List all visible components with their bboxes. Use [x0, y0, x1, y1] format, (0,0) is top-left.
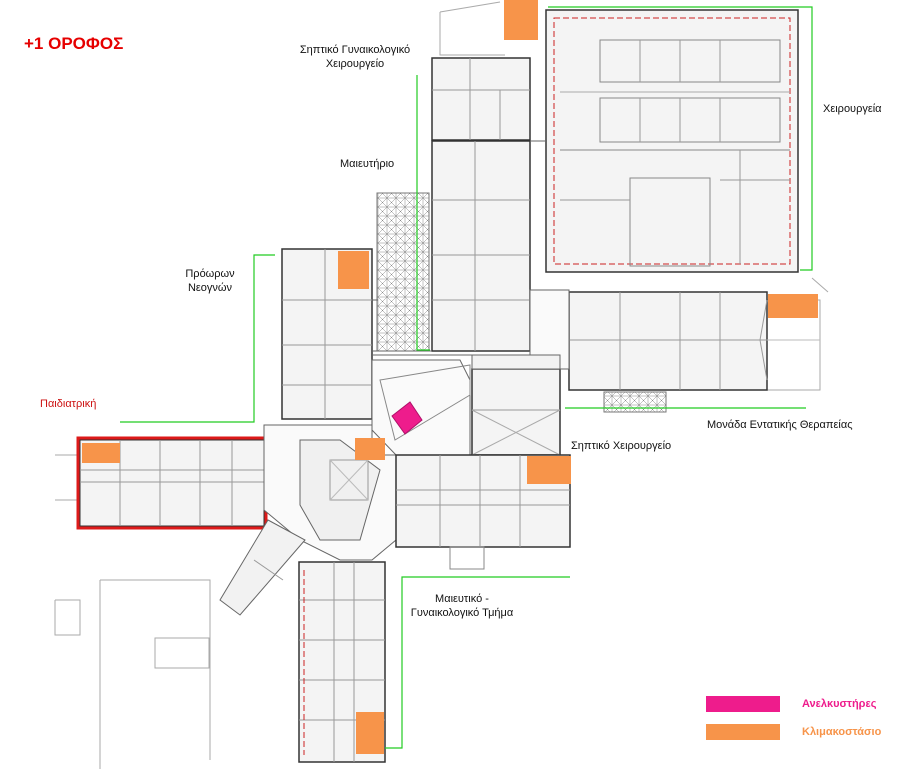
- stairs-marker-neonates: [338, 251, 369, 289]
- stairs-marker-pediatrics: [82, 443, 120, 463]
- label-septic-gyn-surgery-line2: Χειρουργείο: [325, 58, 385, 70]
- label-premature-neonates-line1: Πρόωρων: [185, 268, 235, 280]
- maternity-east-block: [395, 454, 571, 570]
- delivery-room-block: [431, 140, 546, 352]
- stairs-marker-icu: [768, 294, 818, 318]
- legend-stairs-swatch: [706, 724, 780, 740]
- legend-elevators: Ανελκυστήρες: [706, 696, 876, 712]
- legend-stairs-label: Κλιμακοστάσιο: [802, 726, 882, 738]
- label-delivery-room: Μαιευτήριο: [340, 158, 395, 170]
- legend-elevators-swatch: [706, 696, 780, 712]
- elevator-marker: [391, 401, 423, 435]
- floor-title: +1 ΟΡΟΦΟΣ: [24, 34, 124, 53]
- legend-elevators-label: Ανελκυστήρες: [802, 698, 877, 710]
- stairs-markers: [82, 0, 818, 754]
- bracket-surgery: [548, 6, 813, 271]
- label-maternity-gyn: Μαιευτικό - Γυναικολογικό Τμήμα: [411, 592, 513, 620]
- label-maternity-gyn-line2: Γυναικολογικό Τμήμα: [410, 607, 514, 619]
- label-septic-surgery: Σηπτικό Χειρουργείο: [571, 440, 672, 452]
- hatched-connector: [603, 391, 667, 413]
- stairs-marker-maternity-south: [356, 712, 384, 754]
- bracket-pediatrics-neonates: [120, 254, 275, 423]
- label-septic-gyn-surgery-line1: Σηπτικό Γυναικολογικό: [299, 44, 411, 56]
- label-premature-neonates: Πρόωρων Νεογνών: [185, 267, 234, 295]
- legend-stairs: Κλιμακοστάσιο: [706, 724, 881, 740]
- label-premature-neonates-line2: Νεογνών: [187, 282, 233, 294]
- bracket-maternity: [385, 576, 570, 749]
- lower-floor-outline: [54, 1, 829, 769]
- stairs-marker-hub: [355, 438, 385, 460]
- hatched-corridor: [376, 192, 430, 352]
- premature-neonates-block: [281, 248, 378, 420]
- septic-surgery-block: [471, 368, 561, 456]
- central-hub: [219, 289, 570, 616]
- surgery-block: [545, 9, 799, 273]
- label-icu: Μονάδα Εντατικής Θεραπείας: [707, 419, 853, 431]
- stairs-marker-maternity-east: [527, 456, 571, 484]
- stairs-marker-surgery: [504, 0, 538, 40]
- label-surgery: Χειρουργεία: [823, 103, 882, 115]
- bracket-septic-gyn-delivery: [416, 75, 430, 351]
- department-brackets: [120, 6, 813, 749]
- label-pediatrics: Παιδιατρική: [40, 398, 97, 410]
- label-maternity-gyn-line1: Μαιευτικό -: [435, 593, 489, 605]
- icu-block: [568, 291, 820, 391]
- label-septic-gyn-surgery: Σηπτικό Γυναικολογικό Χειρουργείο: [300, 43, 410, 71]
- septic-gyn-surgery-block: [431, 57, 531, 141]
